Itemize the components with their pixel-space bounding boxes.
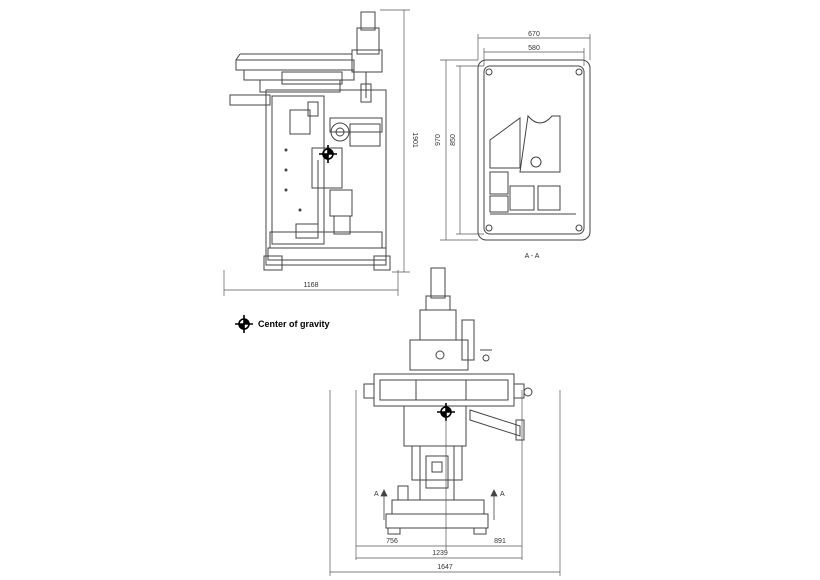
front-view (363, 267, 533, 535)
front-middle-dimension-label: 1239 (432, 550, 448, 557)
section-markers (380, 489, 498, 520)
section-outer-width-label: 670 (528, 31, 540, 38)
section-marker-right: A (500, 491, 505, 498)
legend-label: Center of gravity (258, 319, 330, 329)
section-view (477, 59, 591, 241)
front-total-dimension-label: 1647 (437, 564, 453, 571)
legend-center-of-gravity-icon (234, 314, 254, 334)
section-caption: A - A (525, 253, 540, 260)
section-view-dimensions (440, 34, 591, 241)
side-view (229, 11, 391, 271)
section-inner-width-label: 580 (528, 45, 540, 52)
front-view-dimensions (329, 390, 561, 576)
front-right-dimension-label: 891 (494, 538, 506, 545)
side-view-dimensions (223, 9, 410, 296)
width-dimension-label: 1168 (303, 282, 318, 289)
section-inner-height-label: 850 (450, 134, 457, 146)
section-outer-height-label: 970 (435, 134, 442, 146)
height-dimension-label: 1901 (411, 132, 418, 148)
section-marker-left: A (374, 491, 379, 498)
front-left-dimension-label: 756 (386, 538, 398, 545)
